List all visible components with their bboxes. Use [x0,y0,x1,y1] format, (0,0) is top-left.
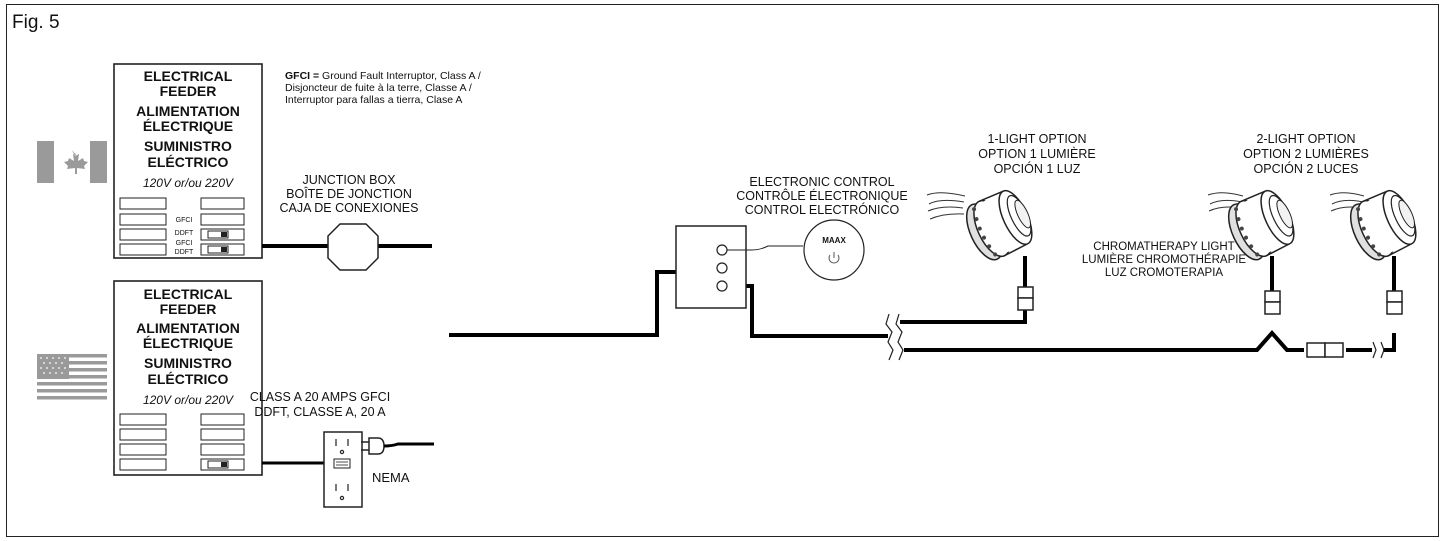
gfci-note-line-3: Interruptor para fallas a tierra, Clase … [285,94,462,106]
feeder-bottom-title-2: FEEDER [160,301,217,317]
wire-breaks [885,313,1385,361]
control-label-1: ELECTRONIC CONTROL [749,175,894,189]
light-1-option: 1-LIGHT OPTION OPTION 1 LUMIÈRE OPCIÓN 1… [926,132,1096,261]
light2-label-2: OPTION 2 LUMIÈRES [1243,146,1369,161]
light2-label-3: OPCIÓN 2 LUCES [1254,161,1359,176]
feeder-top-title-6: ELÉCTRICO [148,154,229,170]
figure-frame [6,4,1439,537]
usa-flag-icon [37,354,107,400]
chroma-label-2: LUMIÈRE CHROMOTHÉRAPIE [1082,253,1247,266]
light1-label-2: OPTION 1 LUMIÈRE [978,146,1095,161]
feeder-bottom-title-5: SUMINISTRO [144,355,232,371]
outlet-label-1: CLASS A 20 AMPS GFCI [250,390,390,404]
light-fixture-icon [1207,189,1295,261]
nema-label: NEMA [372,470,410,485]
gfci-note-term: GFCI = [285,70,319,82]
chromatherapy-label: CHROMATHERAPY LIGHT LUMIÈRE CHROMOTHÉRAP… [1082,241,1247,279]
light-fixture-icon [926,189,1033,261]
feeder-bottom-voltage: 120V or/ou 220V [143,393,234,407]
outlet-label-2: DDFT, CLASSE A, 20 A [254,405,386,419]
figure-label: Fig. 5 [12,12,60,33]
junction-box-label-1: JUNCTION BOX [302,173,396,187]
feeder-top-title-3: ALIMENTATION [136,103,240,119]
junction-box-label-2: BOÎTE DE JONCTION [286,186,412,201]
breaker-label-ddft-2: DDFT [175,249,194,256]
power-icon [828,252,840,264]
feeder-top-title-4: ÉLECTRIQUE [143,118,233,134]
maax-logo: MAAX [822,236,846,245]
feeder-bottom-title-1: ELECTRICAL [144,286,233,302]
feeder-panel-bottom: ELECTRICAL FEEDER ALIMENTATION ÉLECTRIQU… [113,280,263,476]
feeder-panel-top: ELECTRICAL FEEDER ALIMENTATION ÉLECTRIQU… [113,63,263,259]
light-fixture-icon [1329,189,1417,261]
gfci-note-line-2: Disjoncteur de fuite à la terre, Classe … [285,82,472,94]
feeder-top-voltage: 120V or/ou 220V [143,176,234,190]
light1-label-3: OPCIÓN 1 LUZ [994,161,1081,176]
feeder-bottom-title-3: ALIMENTATION [136,320,240,336]
wiring [449,256,1396,352]
feeder-top-title-2: FEEDER [160,83,217,99]
plug-icon [361,437,434,455]
gfci-outlet: CLASS A 20 AMPS GFCI DDFT, CLASSE A, 20 … [250,390,434,508]
light2-label-1: 2-LIGHT OPTION [1256,132,1355,146]
chroma-label-1: CHROMATHERAPY LIGHT [1093,241,1234,253]
electronic-control: ELECTRONIC CONTROL CONTRÔLE ÉLECTRONIQUE… [675,175,908,309]
light1-label-1: 1-LIGHT OPTION [987,132,1086,146]
control-label-2: CONTRÔLE ÉLECTRONIQUE [736,188,908,203]
light-2-option: 2-LIGHT OPTION OPTION 2 LUMIÈRES OPCIÓN … [1207,132,1417,261]
gfci-note: GFCI = Ground Fault Interruptor, Class A… [285,70,481,106]
feeder-top-title-5: SUMINISTRO [144,138,232,154]
feeder-top-title-1: ELECTRICAL [144,68,233,84]
junction-box: JUNCTION BOX BOÎTE DE JONCTION CAJA DE C… [262,173,432,271]
wire-connectors [1017,286,1403,358]
chroma-label-3: LUZ CROMOTERAPIA [1105,267,1224,279]
breaker-label-ddft-1: DDFT [175,230,194,237]
gfci-note-line-1: Ground Fault Interruptor, Class A / [319,70,481,82]
canada-flag-icon [37,141,107,183]
breaker-label-gfci-1: GFCI [176,217,193,224]
control-label-3: CONTROL ELECTRÓNICO [745,202,900,217]
feeder-bottom-title-4: ÉLECTRIQUE [143,335,233,351]
junction-box-label-3: CAJA DE CONEXIONES [280,201,419,215]
svg-text:GFCI = Ground Fault Interrupto: GFCI = Ground Fault Interruptor, Class A… [285,70,481,82]
breaker-label-gfci-2: GFCI [176,240,193,247]
feeder-bottom-title-6: ELÉCTRICO [148,371,229,387]
